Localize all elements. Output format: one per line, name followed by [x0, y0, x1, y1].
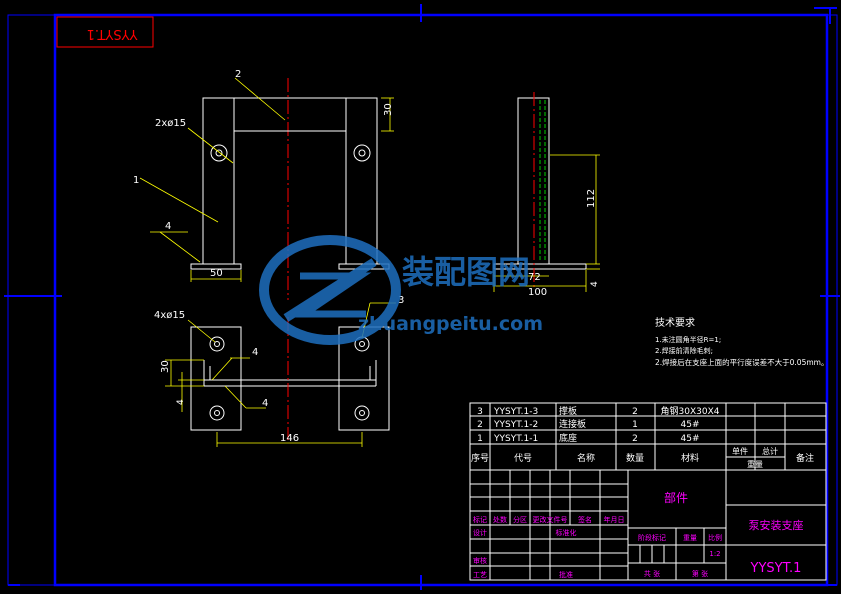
rev-h-mark: 标记 — [473, 515, 487, 524]
dim-top-thick: 4 — [176, 399, 186, 405]
dim-side-base: 100 — [528, 287, 547, 298]
hole-left-inner — [215, 149, 223, 157]
dim-top-height: 30 — [160, 360, 171, 373]
corner-tag-box — [56, 16, 154, 48]
std-label: 标准化 — [556, 528, 577, 537]
bom-r3-material: 角钢30X30X4 — [661, 405, 720, 417]
sheet-no: 第 张 — [692, 569, 708, 578]
role-process: 工艺 — [473, 571, 487, 579]
bom-h-remark: 备注 — [796, 452, 814, 464]
bom-h-name: 名称 — [577, 452, 595, 464]
bom-h-weight: 重量 — [747, 459, 763, 469]
callout-weld: 4 — [165, 221, 171, 232]
bom-r1-qty: 2 — [632, 434, 638, 444]
weight-label: 重量 — [683, 534, 697, 542]
callout-part-1: 1 — [133, 175, 139, 186]
dim-side-flange: 72 — [528, 272, 541, 283]
rev-h-zone: 分区 — [513, 515, 527, 524]
outer-border — [7, 14, 838, 586]
bom-r1-name: 底座 — [559, 432, 577, 444]
top-view: 4xø15 4 3 4 30 4 146 — [154, 295, 404, 447]
scale-value: 1:2 — [709, 550, 720, 558]
rev-h-sign: 签名 — [578, 515, 592, 524]
scale-label: 比例 — [708, 533, 722, 542]
watermark-url: zhuangpeitu.com — [358, 313, 543, 335]
bom-r2-qty: 1 — [632, 420, 638, 430]
bom-h-qty: 数量 — [626, 452, 644, 464]
rev-h-date: 年月日 — [604, 515, 625, 524]
bom-r2-name: 连接板 — [559, 418, 586, 430]
bom-table: 3 YYSYT.1-3 撑板 2 角钢30X30X4 2 YYSYT.1-2 连… — [469, 402, 827, 471]
tech-title: 技术要求 — [655, 316, 695, 329]
approve-label: 批准 — [559, 570, 573, 579]
callout-part-2: 2 — [235, 69, 241, 80]
dim-front-width: 50 — [210, 268, 223, 279]
role-review: 审核 — [473, 556, 487, 565]
bom-h-unit: 单件 — [732, 446, 748, 456]
stage-label: 阶段标记 — [638, 533, 666, 542]
inner-border — [53, 13, 829, 587]
hole-right — [353, 144, 371, 162]
corner-tag: YYSYT.1 — [87, 26, 139, 41]
hole-left — [210, 144, 228, 162]
dim-side-height: 112 — [586, 189, 597, 208]
dim-top-length: 146 — [280, 433, 299, 444]
tech-requirements: 技术要求 1.未注圆角半径R=1; 2.焊接前清除毛刺; 2.焊接后在支座上面的… — [655, 316, 828, 367]
bom-r2-code: YYSYT.1-2 — [493, 420, 538, 430]
left-foot — [190, 263, 242, 270]
bom-h-code: 代号 — [514, 453, 532, 464]
bom-h-total: 总计 — [762, 446, 778, 456]
top-bar — [233, 97, 347, 132]
bom-r2-material: 45# — [681, 420, 700, 430]
watermark: 装配图网 zhuangpeitu.com — [259, 235, 543, 345]
callout-top-holes: 4xø15 — [154, 310, 185, 321]
bom-r3-name: 撑板 — [559, 405, 577, 417]
bom-r3-code: YYSYT.1-3 — [493, 407, 538, 417]
bom-r1-no: 1 — [477, 434, 483, 444]
tech-line-3: 2.焊接后在支座上面的平行度误差不大于0.05mm。 — [655, 357, 828, 367]
rev-h-count: 处数 — [493, 515, 507, 524]
bom-r3-qty: 2 — [632, 407, 638, 417]
bom-h-material: 材料 — [681, 452, 699, 464]
bom-r3-no: 3 — [477, 407, 483, 417]
tech-line-1: 1.未注圆角半径R=1; — [655, 335, 721, 344]
tech-line-2: 2.焊接前清除毛刺; — [655, 346, 713, 355]
bom-r1-material: 45# — [681, 434, 700, 444]
side-view: 112 72 100 4 — [493, 92, 600, 298]
callout-top-weld-2: 4 — [262, 398, 268, 409]
watermark-brand: 装配图网 — [402, 253, 530, 291]
drawing-code: YYSYT.1 — [750, 561, 802, 576]
callout-top-weld-1: 4 — [252, 347, 258, 358]
dim-front-height: 30 — [383, 103, 394, 116]
callout-part-3: 3 — [398, 295, 404, 306]
bom-r2-no: 2 — [477, 420, 483, 430]
bom-r1-code: YYSYT.1-1 — [493, 434, 538, 444]
part-label: 部件 — [664, 490, 688, 505]
role-design: 设计 — [473, 528, 487, 537]
rev-h-doc: 更改文件号 — [533, 515, 568, 524]
callout-holes: 2xø15 — [155, 118, 186, 129]
title-block: 标记 处数 分区 更改文件号 签名 年月日 设计 审核 工艺 标准化 批准 部件… — [469, 469, 827, 581]
hole-right-inner — [358, 149, 366, 157]
sheets-total: 共 张 — [644, 569, 660, 578]
left-post — [202, 97, 235, 265]
dim-side-thick: 4 — [590, 281, 600, 287]
front-view: 2 2xø15 1 4 30 50 — [133, 69, 394, 300]
drawing-name: 泵安装支座 — [749, 518, 804, 532]
bom-h-no: 序号 — [471, 452, 489, 464]
centering-marks — [4, 4, 840, 590]
